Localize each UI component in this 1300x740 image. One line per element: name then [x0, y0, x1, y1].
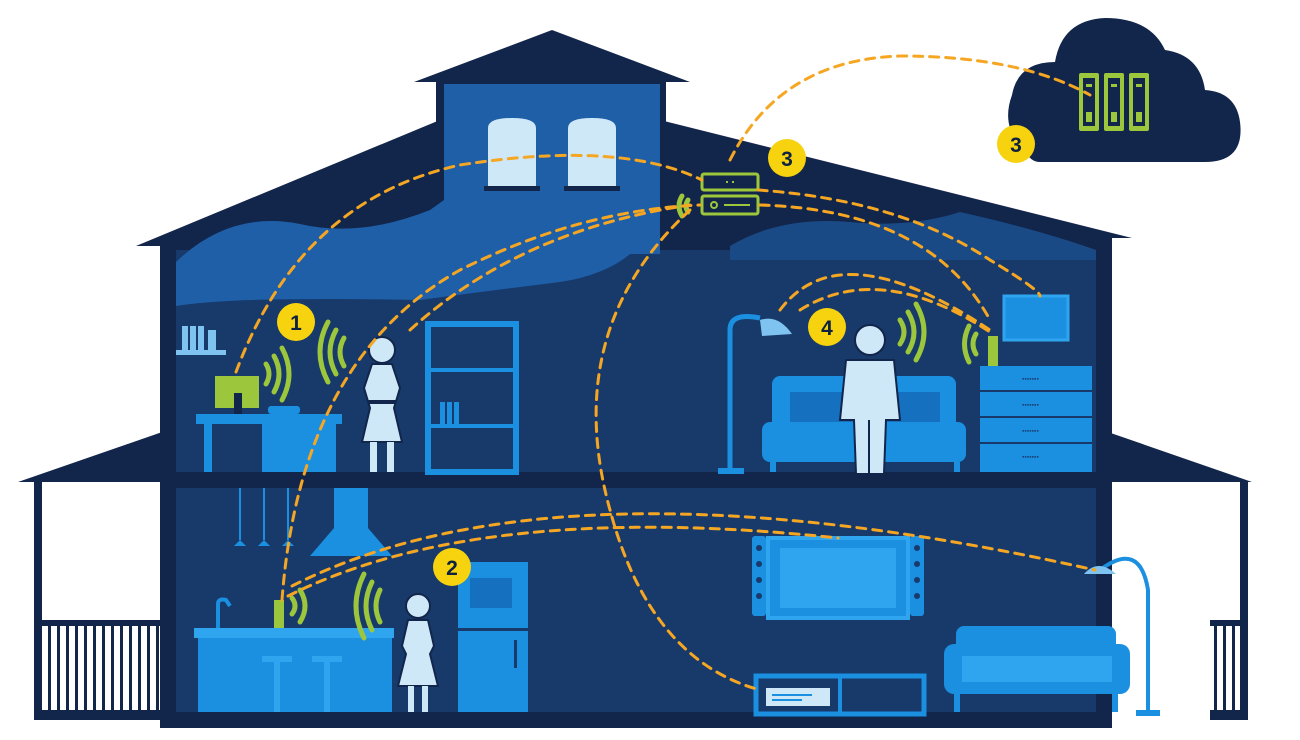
living-room-upper: ▪▪▪▪▪▪▪ ▪▪▪▪▪▪▪ ▪▪▪▪▪▪▪ ▪▪▪▪▪▪▪	[718, 294, 1092, 475]
railing-baluster	[111, 626, 114, 710]
living-room-lower	[752, 536, 1160, 717]
range-hood	[310, 488, 392, 556]
railing-baluster	[48, 626, 51, 710]
wifi-signal-icon	[263, 193, 979, 641]
railing-baluster	[1223, 626, 1226, 710]
railing-baluster	[129, 626, 132, 710]
railing-baluster	[84, 626, 87, 710]
railing-baluster	[120, 626, 123, 710]
person-icon	[396, 593, 440, 712]
svg-text:▪▪▪▪▪▪▪: ▪▪▪▪▪▪▪	[1022, 402, 1039, 407]
railing-balusters-left	[48, 626, 159, 710]
svg-text:2: 2	[446, 557, 458, 580]
railing-baluster	[66, 626, 69, 710]
cloud-icon	[1008, 18, 1241, 162]
railing-baluster	[138, 626, 141, 710]
person-icon	[838, 324, 902, 475]
floor-lamp-icon	[1084, 556, 1160, 716]
monitor-icon	[215, 376, 259, 414]
office-room	[176, 321, 519, 475]
porch-railing-right	[1210, 620, 1248, 720]
railing-baluster	[75, 626, 78, 710]
railing-baluster	[147, 626, 150, 710]
sofa-icon	[944, 626, 1130, 712]
railing-baluster	[1214, 626, 1217, 710]
porch-railing-left	[34, 620, 168, 720]
server-rack-icon	[1079, 73, 1149, 131]
svg-text:3: 3	[781, 148, 793, 171]
railing-baluster	[57, 626, 60, 710]
router-icon	[700, 172, 760, 216]
speaker-right	[910, 536, 924, 616]
connection-lines	[234, 54, 1097, 692]
badge-1: 1	[277, 303, 315, 341]
svg-text:3: 3	[1010, 134, 1022, 157]
bookshelf	[425, 321, 519, 475]
smart-hub-icon	[274, 600, 284, 628]
desk	[196, 414, 342, 472]
badge-4: 4	[808, 308, 846, 346]
floor-lamp-icon	[718, 314, 792, 474]
bookshelf-wall	[176, 326, 226, 355]
refrigerator-icon	[458, 562, 528, 712]
media-console	[753, 673, 927, 717]
speaker-left	[752, 536, 766, 616]
kitchen-counter	[194, 597, 394, 712]
svg-text:▪▪▪▪▪▪▪: ▪▪▪▪▪▪▪	[1022, 376, 1039, 381]
railing-baluster	[1232, 626, 1235, 710]
badge-3-cloud: 3	[997, 125, 1035, 163]
railing-baluster	[102, 626, 105, 710]
badge-3-router: 3	[768, 139, 806, 177]
television-icon	[766, 536, 910, 620]
railing-balusters-right	[1214, 626, 1235, 710]
svg-text:4: 4	[821, 317, 833, 340]
wall-monitor-icon	[1002, 294, 1070, 342]
kitchen	[194, 488, 528, 712]
badge-2: 2	[433, 548, 471, 586]
svg-text:▪▪▪▪▪▪▪: ▪▪▪▪▪▪▪	[1022, 428, 1039, 433]
dresser: ▪▪▪▪▪▪▪ ▪▪▪▪▪▪▪ ▪▪▪▪▪▪▪ ▪▪▪▪▪▪▪	[980, 366, 1092, 472]
svg-text:1: 1	[290, 312, 302, 335]
railing-baluster	[156, 626, 159, 710]
smart-speaker-icon	[988, 336, 998, 366]
svg-text:▪▪▪▪▪▪▪: ▪▪▪▪▪▪▪	[1022, 454, 1039, 459]
person-icon	[360, 336, 404, 472]
railing-baluster	[93, 626, 96, 710]
